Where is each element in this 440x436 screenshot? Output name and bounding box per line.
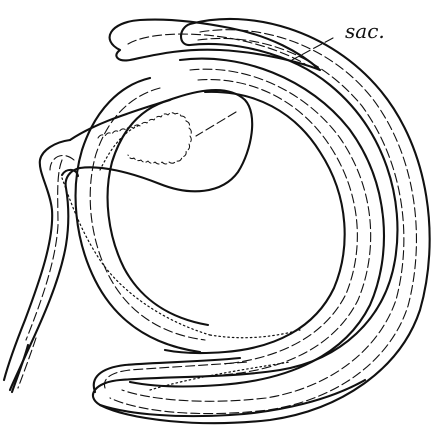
sac-inner-pointer xyxy=(196,112,236,136)
lower-fold xyxy=(94,358,365,416)
sac-leader-line xyxy=(292,38,333,60)
inner-loop xyxy=(76,78,208,352)
dotted-internal-paths xyxy=(62,125,300,390)
sac-body xyxy=(70,90,252,191)
middle-crescent xyxy=(130,59,384,387)
sac-label: sac. xyxy=(345,19,385,43)
duct-stalk xyxy=(4,140,80,390)
